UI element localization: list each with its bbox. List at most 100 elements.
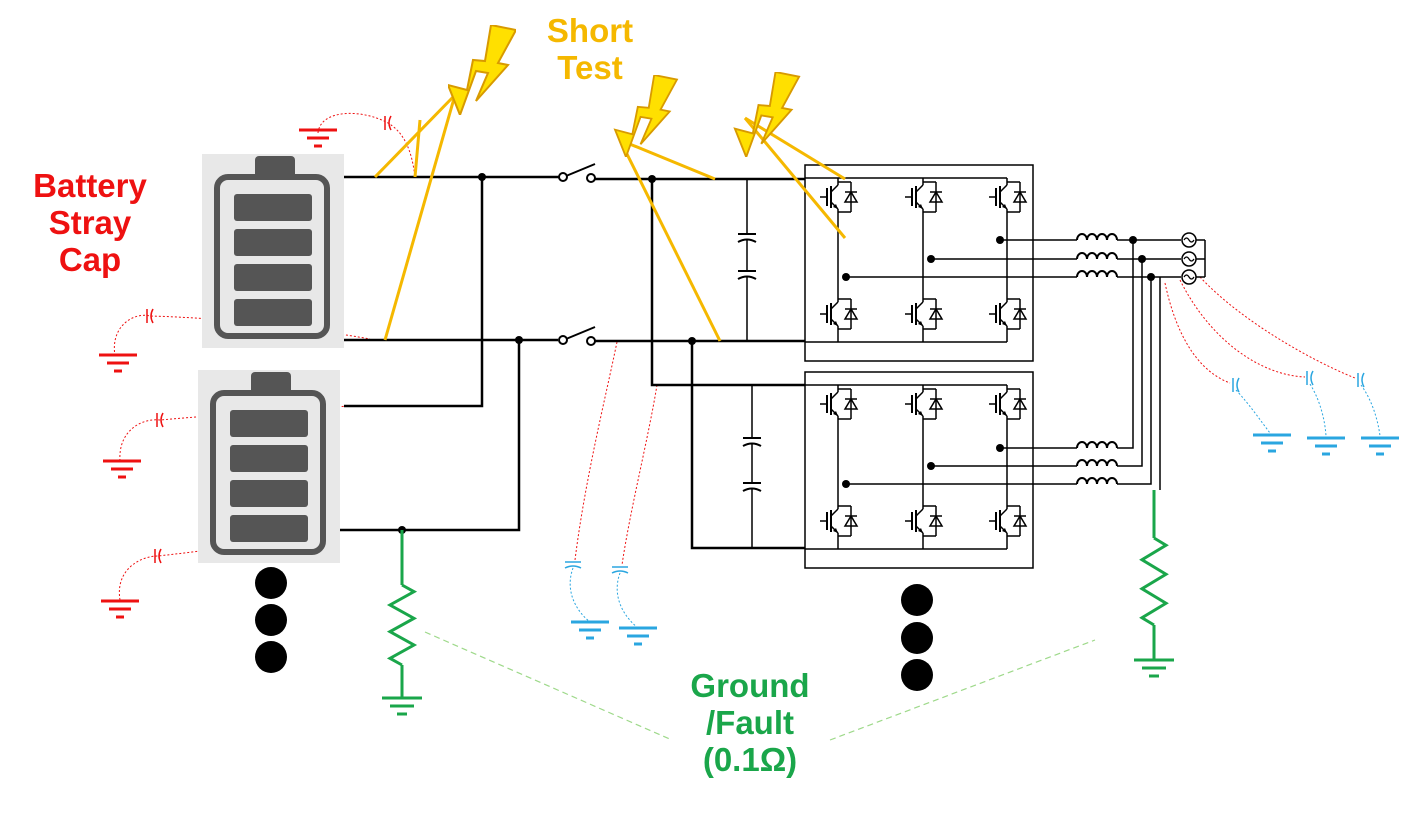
ellipsis-dots-icon <box>255 567 287 599</box>
junction-dot <box>515 336 523 344</box>
igbt-icon <box>905 296 943 332</box>
ellipsis-dots-icon <box>255 641 287 673</box>
lightning-bolt-icon <box>448 25 516 115</box>
inductor-icon <box>1076 459 1118 467</box>
stray-cap-trace <box>317 112 416 178</box>
capacitor-icon <box>158 548 162 564</box>
battery-stray-cap-label: Battery Stray Cap <box>10 167 170 279</box>
stray-cap-trace <box>1199 276 1356 379</box>
ground-fault-label: Ground /Fault (0.1Ω) <box>655 667 845 779</box>
inductor-icon <box>1076 270 1118 278</box>
battery-icon <box>202 154 344 348</box>
guide-line <box>829 639 1096 741</box>
capacitor-icon <box>742 442 762 447</box>
ellipsis-dots-icon <box>255 604 287 636</box>
switch-icon <box>565 163 596 177</box>
capacitor-icon <box>150 308 154 324</box>
switch-icon <box>558 335 568 345</box>
resistor-icon <box>1139 536 1169 627</box>
stray-cap-trace <box>118 529 341 601</box>
inductor-icon <box>1076 233 1118 241</box>
ellipsis-dots-icon <box>901 584 933 616</box>
capacitor-icon <box>1236 377 1240 393</box>
capacitor-icon <box>160 412 164 428</box>
short-test-line <box>383 94 457 341</box>
junction-dot <box>478 173 486 181</box>
inductor-icon <box>1076 252 1118 260</box>
junction-dot <box>996 236 1004 244</box>
igbt-icon <box>989 386 1027 422</box>
junction-dot <box>1138 255 1146 263</box>
wire <box>1117 240 1134 449</box>
igbt-icon <box>820 296 858 332</box>
igbt-icon <box>989 296 1027 332</box>
switch-icon <box>558 172 568 182</box>
converter-stray-capacitances <box>564 276 1399 646</box>
short-test-line <box>618 139 722 342</box>
wire <box>340 340 521 532</box>
capacitor-icon <box>742 487 762 492</box>
capacitor-icon <box>737 275 757 280</box>
battery-stray-cap-line: Stray <box>48 203 132 241</box>
igbt-icon <box>905 503 943 539</box>
wire <box>1117 277 1152 485</box>
short-test-line <box>744 116 846 181</box>
short-test-line <box>619 138 716 181</box>
switch-icon <box>565 326 596 340</box>
capacitor-icon <box>611 570 629 574</box>
stray-cap-trace <box>1360 384 1381 437</box>
stray-cap-trace <box>1164 282 1231 384</box>
ellipsis-dots-icon <box>901 622 933 654</box>
igbt-icon <box>820 386 858 422</box>
ac-source-icon <box>1183 274 1195 280</box>
lightning-bolt-icon <box>614 75 678 157</box>
junction-dot <box>648 175 656 183</box>
stray-cap-trace <box>569 567 591 623</box>
junction-dot <box>996 444 1004 452</box>
short-test-label: Short Test <box>525 12 655 87</box>
igbt-icon <box>989 179 1027 215</box>
junction-dot <box>1147 273 1155 281</box>
ac-source-icon <box>1183 256 1195 262</box>
igbt-icon <box>820 179 858 215</box>
igbt-icon <box>989 503 1027 539</box>
capacitor-icon <box>1361 372 1365 388</box>
wire <box>344 177 484 408</box>
battery-stray-cap-line: Battery <box>33 167 147 204</box>
stray-cap-trace <box>119 405 351 462</box>
stray-cap-trace <box>574 341 618 561</box>
wire <box>1117 259 1143 467</box>
junction-dot <box>927 462 935 470</box>
ground-fault-line: (0.1Ω) <box>702 740 798 778</box>
stray-cap-trace <box>1179 279 1306 378</box>
short-test-markers <box>373 25 847 342</box>
stray-cap-trace <box>616 572 639 629</box>
igbt-icon <box>820 503 858 539</box>
stray-cap-trace <box>1235 389 1271 434</box>
wire <box>650 179 805 387</box>
battery-icon <box>198 370 340 563</box>
igbt-icon <box>905 179 943 215</box>
switch-icon <box>586 336 596 346</box>
ac-source-icon <box>1183 237 1195 243</box>
short-test-line <box>373 93 457 179</box>
ground-fault-line: /Fault <box>706 703 794 741</box>
inverter-box <box>804 164 1034 362</box>
ground-fault-line: Ground <box>690 667 810 704</box>
junction-dot <box>1129 236 1137 244</box>
capacitor-icon <box>1310 370 1314 386</box>
switch-icon <box>586 173 596 183</box>
battery-stray-cap-line: Cap <box>58 240 122 278</box>
junction-dot <box>842 273 850 281</box>
inductor-icon <box>1076 477 1118 485</box>
capacitor-icon <box>388 115 392 131</box>
stray-cap-trace <box>1309 383 1327 437</box>
stray-cap-trace <box>621 384 658 566</box>
capacitor-icon <box>737 238 757 243</box>
capacitor-icon <box>564 565 582 569</box>
resistor-icon <box>386 583 418 667</box>
short-test-line <box>743 117 847 239</box>
junction-dot <box>688 337 696 345</box>
